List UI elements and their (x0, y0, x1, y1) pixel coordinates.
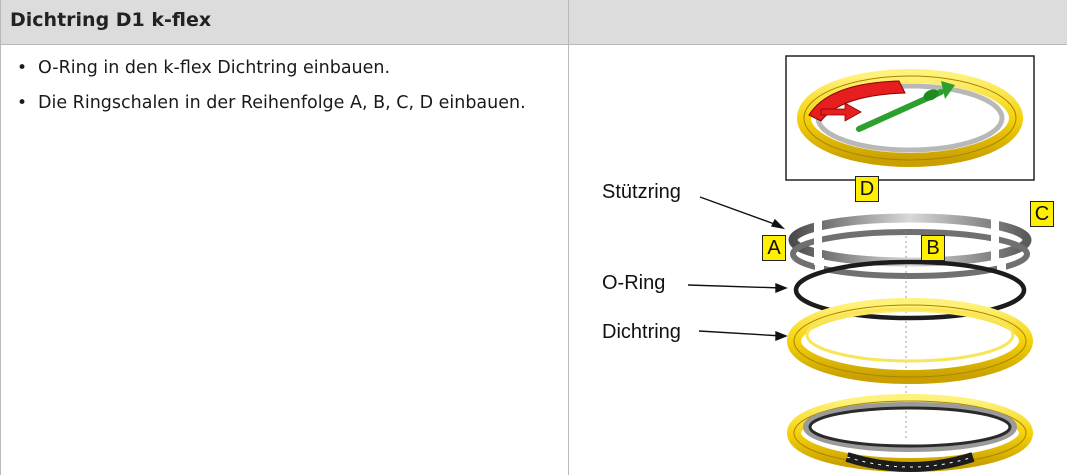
label-stuetzring: Stützring (602, 181, 681, 203)
column-divider (568, 0, 569, 475)
seal-ring (787, 298, 1033, 384)
step-text: O-Ring in den k-flex Dichtring einbauen. (38, 58, 391, 78)
detail-inset (785, 55, 1035, 181)
o-ring (793, 259, 1027, 321)
table-header: Dichtring D1 k-flex (0, 0, 1067, 45)
shell-tag-a: A (762, 235, 786, 261)
label-o-ring: O-Ring (602, 272, 666, 294)
shell-tag-c: C (1030, 201, 1054, 227)
step-item: • Die Ringschalen in der Reihenfolge A, … (14, 90, 544, 117)
section-title: Dichtring D1 k-flex (10, 9, 212, 31)
support-ring (788, 213, 1032, 279)
shell-tag-d: D (855, 176, 879, 202)
table-left-border (0, 0, 1, 475)
bullet: • (17, 58, 28, 78)
step-list: • O-Ring in den k-flex Dichtring einbaue… (14, 55, 544, 125)
bullet: • (17, 93, 28, 113)
arrow-green-icon (856, 81, 955, 132)
assembly-figure: Stützring O-Ring Dichtring D C A B (569, 45, 1067, 475)
label-dichtring: Dichtring (602, 321, 681, 343)
step-text: Die Ringschalen in der Reihenfolge A, B,… (38, 93, 526, 113)
assembly-drawing (687, 55, 1035, 472)
callout-lines (687, 196, 788, 342)
step-item: • O-Ring in den k-flex Dichtring einbaue… (14, 55, 544, 82)
shell-tag-b: B (921, 235, 945, 261)
assembled-ring (787, 394, 1033, 472)
inset-red-arrow (820, 102, 862, 122)
